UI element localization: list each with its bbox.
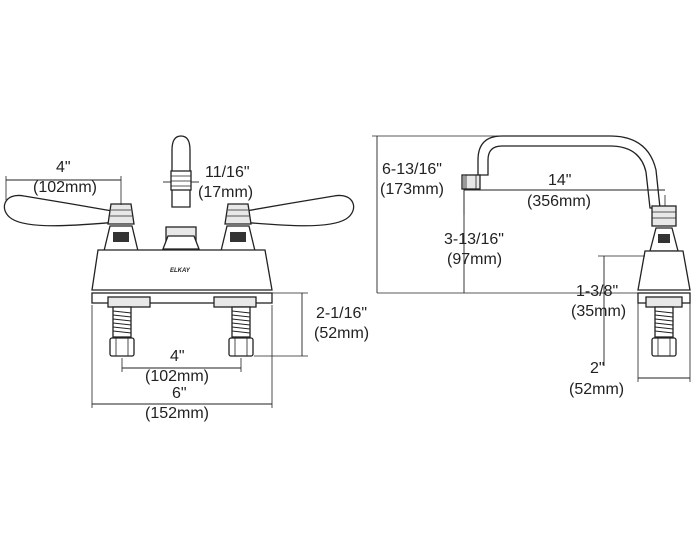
shank-length-metric: (52mm) [314,325,369,342]
spout-outlet-height-dimension: 3-13/16" (97mm) [444,190,504,293]
spout-reach-imperial: 14" [548,172,571,189]
handle-reach-imperial: 4" [56,159,71,176]
brand-logo: ELKAY [170,268,191,274]
body-depth-dimension: 2" (52mm) [569,293,691,398]
centers-dimension: 4" (102mm) [121,348,242,385]
centers-metric: (102mm) [145,368,209,385]
handle-reach-dimension: 4" (102mm) [5,159,122,205]
spout-diameter-dimension: 11/16" (17mm) [163,164,253,201]
body-width-dimension: 6" (152mm) [91,305,273,422]
centers-imperial: 4" [170,348,185,365]
body-width-metric: (152mm) [145,405,209,422]
shank-length-dimension: 2-1/16" (52mm) [254,292,369,357]
handle-reach-metric: (102mm) [33,179,97,196]
faucet-body: ELKAY [91,249,273,308]
right-shank [228,306,254,357]
overall-height-dimension: 6-13/16" (173mm) [372,135,500,293]
front-view: ELKAY [3,135,369,422]
right-wrist-blade-handle [220,194,355,252]
left-shank [109,306,135,357]
body-height-imperial: 1-3/8" [576,283,618,300]
spout-reach-dimension: 14" (356mm) [463,172,666,215]
overall-height-imperial: 6-13/16" [382,161,442,178]
body-height-dimension: 1-3/8" (35mm) [571,255,645,366]
overall-height-metric: (173mm) [380,181,444,198]
spout-diameter-imperial: 11/16" [205,164,250,181]
spout-column [162,135,200,250]
body-depth-metric: (52mm) [569,381,624,398]
body-width-imperial: 6" [172,385,187,402]
body-depth-imperial: 2" [590,360,605,377]
spout-reach-metric: (356mm) [527,193,591,210]
shank-length-imperial: 2-1/16" [316,305,367,322]
left-wrist-blade-handle [3,194,139,252]
side-view: 6-13/16" (173mm) 14" (356mm) 3-13/16" (9… [372,135,691,398]
body-height-metric: (35mm) [571,303,626,320]
spout-outlet-height-metric: (97mm) [447,251,502,268]
spout-diameter-metric: (17mm) [198,184,253,201]
spout-outlet-height-imperial: 3-13/16" [444,231,504,248]
side-faucet-body [637,205,691,357]
